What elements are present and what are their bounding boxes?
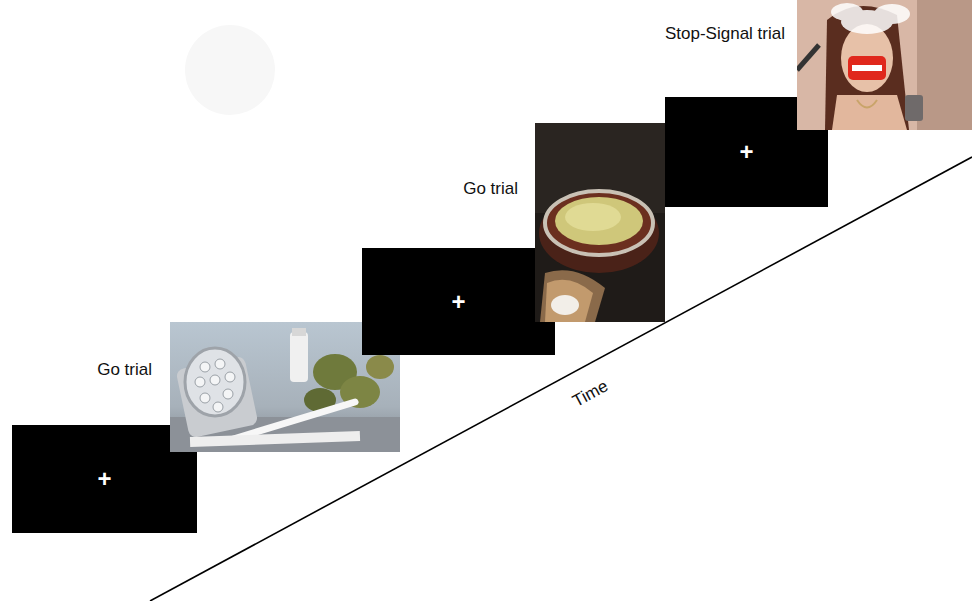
- trial-label: Go trial: [97, 360, 152, 380]
- stop-signal-photo: [841, 24, 893, 92]
- axis-label: Time: [569, 376, 611, 411]
- grinder-photo: [200, 362, 210, 372]
- fixation-cross: +: [739, 140, 753, 164]
- bowl-photo: [545, 191, 653, 255]
- time-axis-line: [150, 157, 972, 601]
- stop-signal-photo: [797, 0, 972, 130]
- grinder-photo: [210, 375, 220, 385]
- stop-signal-photo: [874, 4, 910, 24]
- bowl-photo: [565, 203, 621, 231]
- stop-signal-photo: [832, 95, 907, 130]
- bowl-photo: [535, 123, 665, 322]
- bowl-photo: [555, 197, 643, 245]
- grinder-photo: [223, 389, 233, 399]
- fixation-cross: +: [97, 467, 111, 491]
- grinder-photo: [366, 355, 394, 379]
- stop-signal-photo: [797, 45, 819, 70]
- trial-label: Stop-Signal trial: [665, 24, 785, 44]
- grinder-photo: [213, 402, 223, 412]
- faint-circle: [180, 20, 280, 120]
- stop-signal-photo: [825, 6, 909, 130]
- stop-signal-photo: [831, 3, 863, 21]
- go-trial-image: Go trial: [170, 322, 400, 452]
- grinder-photo: [215, 359, 225, 369]
- fixation-cross: +: [451, 290, 465, 314]
- stop-signal-image: Stop-Signal trial: [797, 0, 972, 130]
- grinder-photo: [292, 328, 306, 336]
- grinder-photo: [195, 359, 235, 412]
- stop-signal-photo: [857, 100, 877, 108]
- grinder-photo: [200, 393, 210, 403]
- fixation-screen: +: [12, 425, 197, 533]
- stop-signal-photo: [905, 95, 923, 121]
- stop-signal-photo: [797, 0, 972, 130]
- grinder-photo: [195, 377, 205, 387]
- stop-signal-photo: [831, 3, 910, 34]
- bowl-photo: [540, 270, 605, 322]
- faint-circle: [185, 25, 275, 115]
- grinder-photo: [290, 332, 308, 382]
- bowl-photo: [551, 295, 579, 315]
- go-trial-image: Go trial: [535, 123, 665, 322]
- grinder-photo: [185, 348, 245, 416]
- bowl-photo: [535, 123, 665, 322]
- grinder-photo: [225, 372, 235, 382]
- stop-signal-photo: [917, 0, 972, 130]
- trial-label: Go trial: [463, 179, 518, 199]
- fixation-screen: +: [362, 248, 555, 355]
- stop-signal-photo: [848, 56, 886, 80]
- stop-signal-photo: [852, 65, 882, 71]
- grinder-photo: [190, 431, 360, 447]
- bowl-photo: [545, 280, 593, 322]
